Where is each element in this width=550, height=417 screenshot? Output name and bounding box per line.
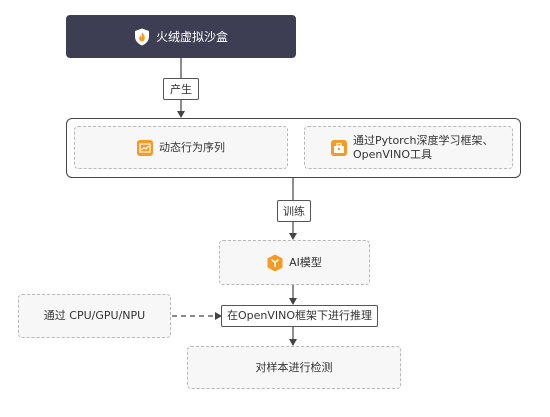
train-tag: 训练 xyxy=(277,200,311,222)
produce-tag: 产生 xyxy=(163,78,199,100)
produce-label: 产生 xyxy=(170,83,192,96)
framework-node: 通过Pytorch深度学习框架、 OpenVINO工具 xyxy=(304,126,513,169)
ai-model-label: AI模型 xyxy=(289,255,322,269)
devices-node: 通过 CPU/GPU/NPU xyxy=(18,294,171,338)
detect-label: 对样本进行检测 xyxy=(255,360,333,374)
behavior-sequence-label: 动态行为序列 xyxy=(159,140,225,154)
framework-label-line1: 通过Pytorch深度学习框架、 xyxy=(353,133,494,147)
behavior-sequence-node: 动态行为序列 xyxy=(74,126,288,169)
cube-icon xyxy=(267,254,283,272)
ai-model-node: AI模型 xyxy=(219,240,370,285)
toolbox-icon xyxy=(331,139,347,156)
inference-node: 在OpenVINO框架下进行推理 xyxy=(221,305,378,327)
sandbox-label: 火绒虚拟沙盒 xyxy=(155,29,228,44)
sequence-chart-icon xyxy=(137,139,153,156)
shield-flame-icon xyxy=(134,28,150,46)
framework-label-line2: OpenVINO工具 xyxy=(353,147,433,161)
devices-label: 通过 CPU/GPU/NPU xyxy=(43,309,146,322)
train-label: 训练 xyxy=(283,205,305,218)
sandbox-node: 火绒虚拟沙盒 xyxy=(66,15,296,58)
inference-label: 在OpenVINO框架下进行推理 xyxy=(226,309,373,322)
detect-node: 对样本进行检测 xyxy=(187,346,401,389)
